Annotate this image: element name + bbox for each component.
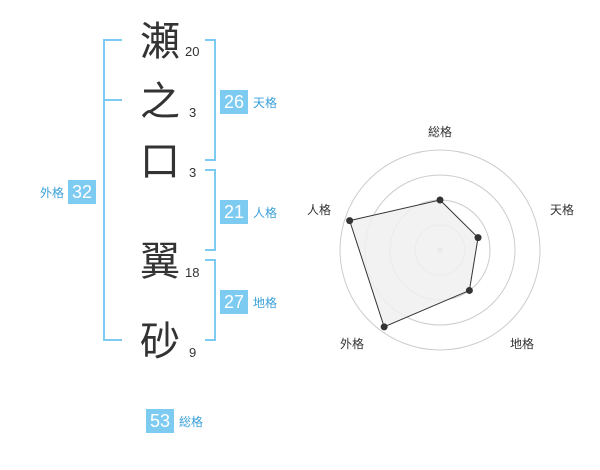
tenkaku-label: 天格 [253,95,278,110]
stroke-count-4: 18 [185,265,200,280]
bracket-gaikaku [103,39,122,341]
stroke-count-3: 3 [189,165,197,180]
bracket-tenkaku [205,39,216,161]
radar-axis-label-soukaku: 総格 [428,125,453,139]
radar-axis-label-chikaku: 地格 [510,337,535,351]
name-char-5: 砂 [140,319,180,365]
jinkaku-value: 21 [220,200,248,224]
gaikaku-label: 外格 [40,185,65,200]
radar-point-3 [465,286,473,294]
gaikaku-badge: 外格 32 [40,180,97,204]
soukaku-value: 53 [146,409,174,433]
bracket-chikaku [205,259,216,341]
radar-axis-label-gaikaku: 外格 [340,337,365,351]
radar-point-2 [474,234,482,242]
radar-axis-label-tenkaku: 天格 [550,203,575,217]
radar-point-4 [380,323,388,331]
gaikaku-value: 32 [68,180,97,204]
jinkaku-badge: 21 人格 [220,200,277,224]
bracket-jinkaku [205,169,216,251]
soukaku-label: 総格 [179,414,204,429]
radar-ring [339,149,541,351]
chikaku-badge: 27 地格 [220,290,277,314]
name-char-2: 之 [140,79,180,125]
name-char-4: 翼 [140,239,180,285]
stroke-count-2: 3 [189,105,197,120]
radar-axis-label-jinkaku: 人格 [307,203,332,217]
radar-point-5 [346,217,354,225]
chikaku-value: 27 [220,290,248,314]
tenkaku-badge: 26 天格 [220,90,277,114]
radar-point-1 [436,196,444,204]
tenkaku-value: 26 [220,90,248,114]
name-char-3: 口 [140,139,180,185]
name-char-1: 瀬 [140,19,180,65]
soukaku-badge: 53 総格 [146,409,203,433]
jinkaku-label: 人格 [253,205,278,220]
chikaku-label: 地格 [253,295,278,310]
stroke-count-5: 9 [189,345,197,360]
stroke-count-1: 20 [185,44,200,59]
radar-polygon [349,199,479,328]
